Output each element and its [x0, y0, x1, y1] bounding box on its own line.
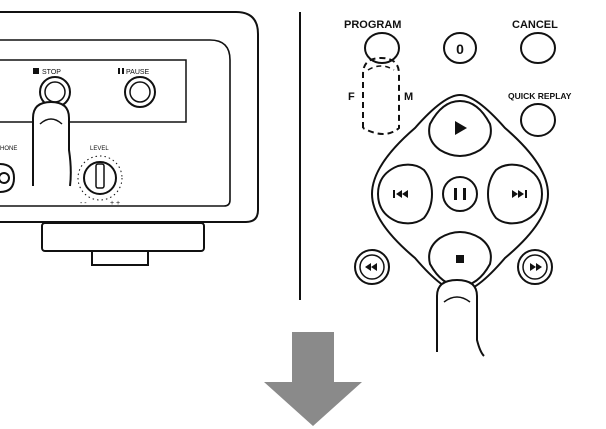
rewind-button[interactable]: [354, 249, 390, 285]
down-arrow-icon: [264, 332, 362, 426]
finger-program-dashed: [362, 56, 400, 135]
remote-pause-button[interactable]: [442, 176, 478, 212]
skip-back-button[interactable]: [376, 163, 434, 225]
skip-forward-icon: [512, 190, 527, 198]
skip-back-icon: [393, 190, 408, 198]
program-label: PROGRAM: [344, 19, 401, 31]
phones-label: HONE: [0, 146, 17, 152]
quick-replay-button[interactable]: [520, 103, 556, 137]
level-max-label: + +: [110, 200, 120, 207]
remote-stop-button[interactable]: [428, 230, 492, 288]
stop-icon: [456, 255, 464, 263]
unit-base: [41, 222, 205, 252]
finger-unit-stop: [32, 100, 72, 187]
control-frame: [0, 59, 187, 123]
pause-icon: [454, 188, 466, 200]
level-label: LEVEL: [90, 146, 109, 152]
unit-pause-button[interactable]: [124, 76, 156, 108]
phones-jack: [0, 163, 16, 193]
program-button[interactable]: [364, 32, 400, 64]
unit-front-panel: [0, 11, 259, 266]
quick-replay-label: QUICK REPLAY: [508, 91, 572, 101]
play-icon: [455, 121, 467, 135]
unit-body: [0, 11, 259, 223]
hidden-label-left: F: [348, 91, 355, 103]
level-min-label: - -: [80, 200, 87, 207]
zero-label: 0: [456, 41, 464, 57]
skip-forward-button[interactable]: [486, 163, 544, 225]
stop-label: STOP: [42, 69, 61, 76]
cancel-button[interactable]: [520, 32, 556, 64]
play-button[interactable]: [428, 99, 492, 158]
fast-forward-button[interactable]: [517, 249, 553, 285]
level-knob[interactable]: [77, 155, 123, 201]
finger-remote-stop: [436, 278, 485, 357]
zero-button[interactable]: 0: [443, 32, 477, 64]
cancel-label: CANCEL: [512, 19, 558, 31]
pause-icon: [118, 68, 120, 74]
unit-inner-panel: [0, 39, 231, 207]
pause-label: PAUSE: [126, 69, 150, 76]
unit-foot: [91, 250, 149, 266]
hidden-label-right: M: [404, 91, 413, 103]
fast-forward-icon: [530, 263, 542, 271]
rewind-icon: [365, 263, 377, 271]
stop-icon: [33, 68, 39, 74]
